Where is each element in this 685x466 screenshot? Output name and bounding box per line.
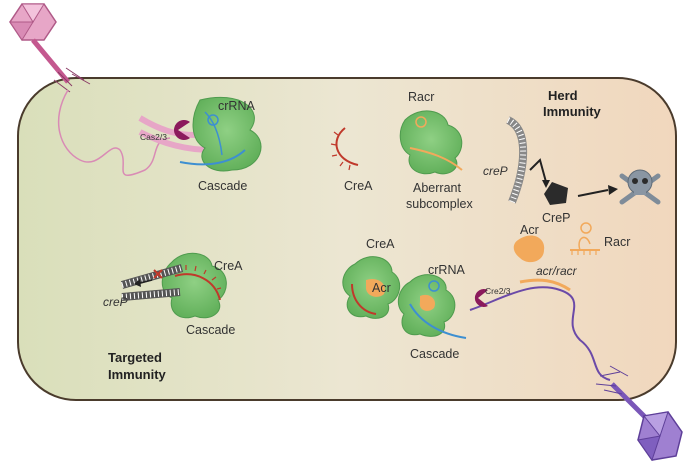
- phage-pink-icon: [9, 3, 91, 93]
- pacman-cre23-icon: [474, 289, 488, 307]
- x-mark-icon: [153, 269, 163, 279]
- label-immunity-targeted: Immunity: [108, 367, 167, 382]
- label-crea-top: CreA: [344, 179, 373, 193]
- bacterial-cell: [17, 77, 677, 401]
- crea-acr-complex: [342, 256, 401, 319]
- label-cascade-bottom-left: Cascade: [186, 323, 235, 337]
- label-crea-bottom-left: CreA: [214, 259, 243, 273]
- label-racr-top: Racr: [408, 90, 434, 104]
- label-racr-right: Racr: [604, 235, 630, 249]
- label-subcomplex: subcomplex: [406, 197, 473, 211]
- cascade-complex-center: [397, 274, 467, 339]
- label-immunity-herd: Immunity: [543, 104, 602, 119]
- label-cascade-top: Cascade: [198, 179, 247, 193]
- label-cre23: Cre2/3: [485, 286, 511, 296]
- crep-dna-strand: [505, 116, 528, 204]
- acr-protein: [513, 235, 545, 263]
- arrow-icon: [529, 158, 550, 188]
- label-crrna-top: crRNA: [218, 99, 255, 113]
- arrow-icon: [134, 279, 153, 287]
- phage-purple-icon: [595, 365, 683, 462]
- aberrant-subcomplex: [399, 110, 463, 175]
- phage-dna-pink: [57, 89, 171, 176]
- phage-dna-purple: [469, 286, 611, 381]
- pacman-cas23-icon: [174, 120, 190, 140]
- label-acr-racr-gene: acr/racr: [536, 264, 578, 278]
- crea-crrna-top: [330, 127, 359, 171]
- label-aberrant: Aberrant: [413, 181, 461, 195]
- label-cascade-center: Cascade: [410, 347, 459, 361]
- racr-rna: [570, 222, 600, 255]
- label-crep-left: creP: [103, 295, 128, 309]
- label-crep-right: creP: [483, 164, 508, 178]
- arrow-icon: [577, 185, 618, 197]
- label-targeted: Targeted: [108, 350, 162, 365]
- crep-dna-left: [120, 264, 184, 301]
- label-herd: Herd: [548, 88, 578, 103]
- label-crrna-center: crRNA: [428, 263, 465, 277]
- label-acr-center: Acr: [372, 281, 391, 295]
- label-cas23: Cas2/3: [140, 132, 167, 142]
- skull-crossbones-icon: [619, 169, 661, 205]
- label-crea-center: CreA: [366, 237, 395, 251]
- acr-racr-gene: [519, 278, 571, 292]
- cascade-complex-top-left: [138, 96, 262, 172]
- label-crep-protein: CreP: [542, 211, 570, 225]
- crep-toxin-icon: [544, 182, 568, 205]
- label-acr-right: Acr: [520, 223, 539, 237]
